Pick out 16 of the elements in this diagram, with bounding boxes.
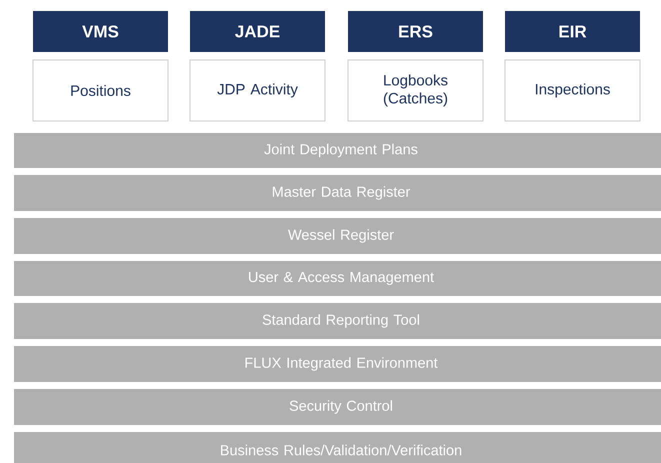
header-box: EIR: [505, 11, 640, 52]
layer-band: Standard Reporting Tool: [14, 303, 661, 339]
content-box: Inspections: [504, 60, 640, 122]
layer-band: FLUX Integrated Environment: [14, 346, 661, 382]
content-box: Logbooks (Catches): [348, 60, 484, 122]
header-box: VMS: [33, 11, 168, 52]
header-box: ERS: [348, 11, 483, 52]
layer-band: Security Control: [14, 389, 661, 425]
content-box: Positions: [32, 60, 168, 122]
layer-band: Wessel Register: [14, 218, 661, 254]
layer-band: Master Data Register: [14, 175, 661, 211]
content-box: JDP Activity: [190, 60, 326, 122]
header-box: JADE: [190, 11, 325, 52]
layer-band: User & Access Management: [14, 261, 661, 296]
layer-band: Business Rules/Validation/Verification: [14, 432, 661, 463]
layer-band: Joint Deployment Plans: [14, 133, 661, 168]
